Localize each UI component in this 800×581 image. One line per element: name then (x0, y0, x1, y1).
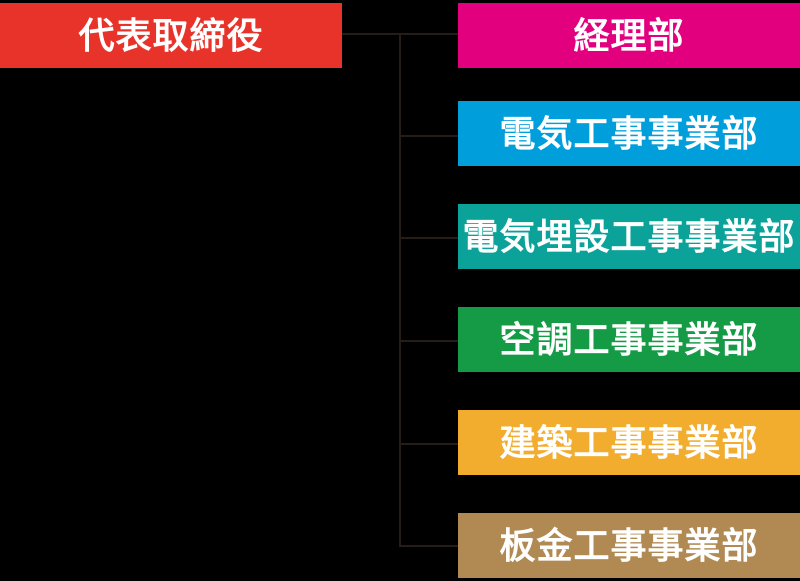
connector-branch (400, 443, 458, 445)
node-sheet-metal-works-dept: 板金工事事業部 (458, 513, 800, 578)
node-hvac-works-dept: 空調工事事業部 (458, 307, 800, 372)
node-label: 建築工事事業部 (499, 421, 759, 463)
node-accounting-dept: 経理部 (458, 3, 800, 68)
node-electrical-works-dept: 電気工事事業部 (458, 101, 800, 166)
node-label: 板金工事事業部 (499, 524, 759, 566)
node-label: 電気工事事業部 (499, 112, 759, 154)
connector-branch (400, 135, 458, 137)
connector-branch (400, 237, 458, 239)
node-electrical-underground-works-dept: 電気埋設工事事業部 (458, 204, 800, 269)
node-label: 電気埋設工事事業部 (462, 215, 796, 257)
connector-vertical-trunk (399, 33, 401, 547)
node-building-construction-dept: 建築工事事業部 (458, 410, 800, 475)
connector-branch (400, 545, 458, 547)
node-representative-director: 代表取締役 (0, 3, 342, 68)
connector-branch (400, 340, 458, 342)
node-label: 空調工事事業部 (499, 318, 759, 360)
node-label: 代表取締役 (78, 14, 264, 56)
node-label: 経理部 (573, 14, 685, 56)
